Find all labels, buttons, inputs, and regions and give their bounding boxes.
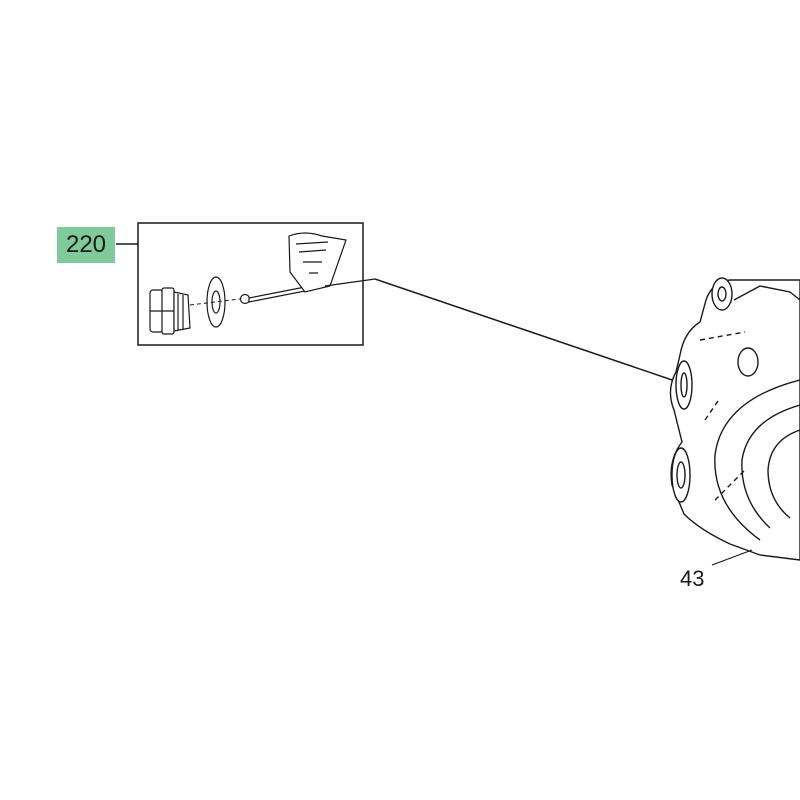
- plug-cap-icon: [149, 287, 191, 335]
- callout-220[interactable]: 220: [57, 227, 115, 263]
- kit-to-part-leader-long: [374, 278, 679, 383]
- gasket-ring-icon: [206, 276, 226, 328]
- engine-housing-icon: [669, 277, 800, 561]
- kit-to-part-leader: [324, 278, 376, 287]
- assembly-axis: [189, 298, 241, 306]
- callout-43[interactable]: 43: [680, 566, 705, 591]
- callout-43-leader: [711, 549, 753, 566]
- dipstick-icon: [239, 232, 347, 305]
